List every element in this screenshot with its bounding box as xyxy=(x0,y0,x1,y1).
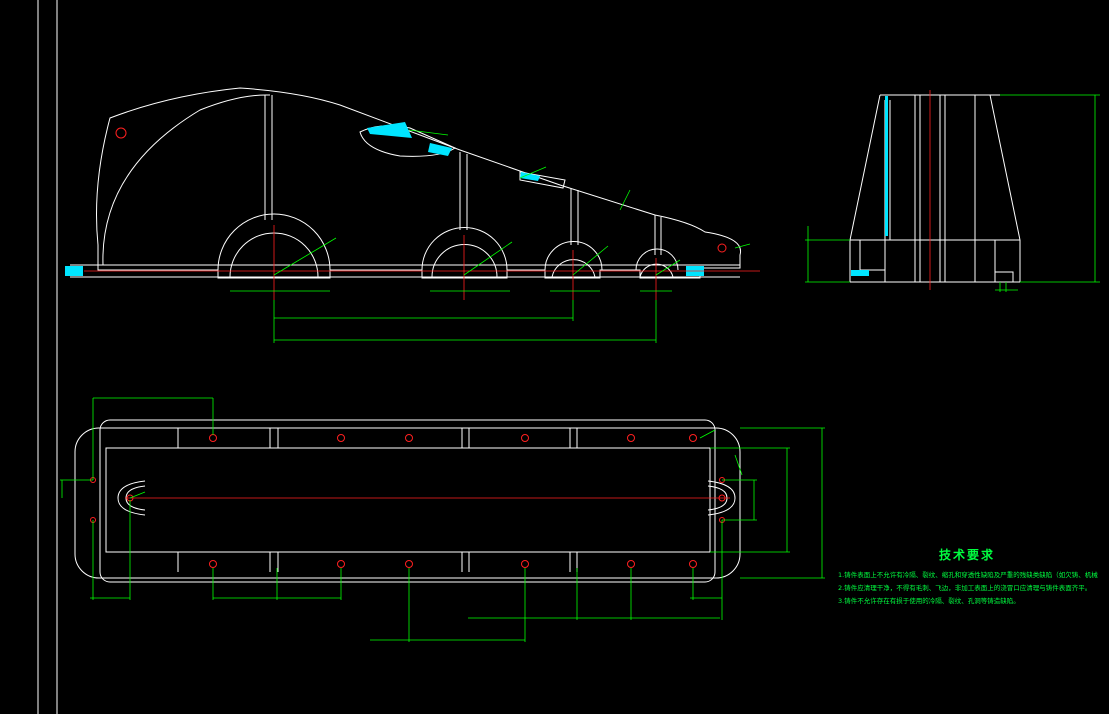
requirement-line-3: 3.铸件不允许存在有损于使用的冷隔、裂纹、孔洞等铸造缺陷。 xyxy=(838,597,1020,605)
technical-requirements-title: 技术要求 xyxy=(938,548,995,562)
top-view-ribs xyxy=(177,428,578,572)
side-view-hatching xyxy=(851,96,888,276)
front-view[interactable] xyxy=(70,87,742,279)
front-view-hatching xyxy=(65,122,704,276)
front-view-centerlines xyxy=(84,225,760,300)
bearing-arches xyxy=(217,213,679,278)
slot-right xyxy=(707,480,736,516)
side-view[interactable] xyxy=(849,94,1021,283)
front-view-inner-rib xyxy=(102,94,271,266)
slot-left xyxy=(117,480,146,516)
top-view[interactable] xyxy=(74,419,741,583)
front-view-dimensions xyxy=(230,129,751,343)
top-view-dimensions xyxy=(60,397,825,642)
inspection-window-2 xyxy=(519,171,566,189)
technical-requirements: 技术要求 1.铸件表面上不允许有冷隔、裂纹、缩孔和穿透性缺陷及严重的残缺类缺陷（… xyxy=(838,546,1106,608)
lifting-hole-right xyxy=(717,243,727,253)
drawing-frame xyxy=(37,0,58,714)
stiffening-ribs xyxy=(264,95,662,255)
requirement-line-2: 2.铸件应清理干净，不得有毛刺、飞边，非加工表面上的浇冒口应清理与铸件表面齐平。 xyxy=(838,584,1092,592)
top-view-bolt-holes xyxy=(90,434,726,568)
lifting-hole-left xyxy=(115,127,127,139)
side-view-dimensions xyxy=(805,94,1100,292)
requirement-line-1: 1.铸件表面上不允许有冷隔、裂纹、缩孔和穿透性缺陷及严重的残缺类缺陷（如欠铸、机… xyxy=(838,571,1098,579)
front-view-outline xyxy=(96,87,742,279)
